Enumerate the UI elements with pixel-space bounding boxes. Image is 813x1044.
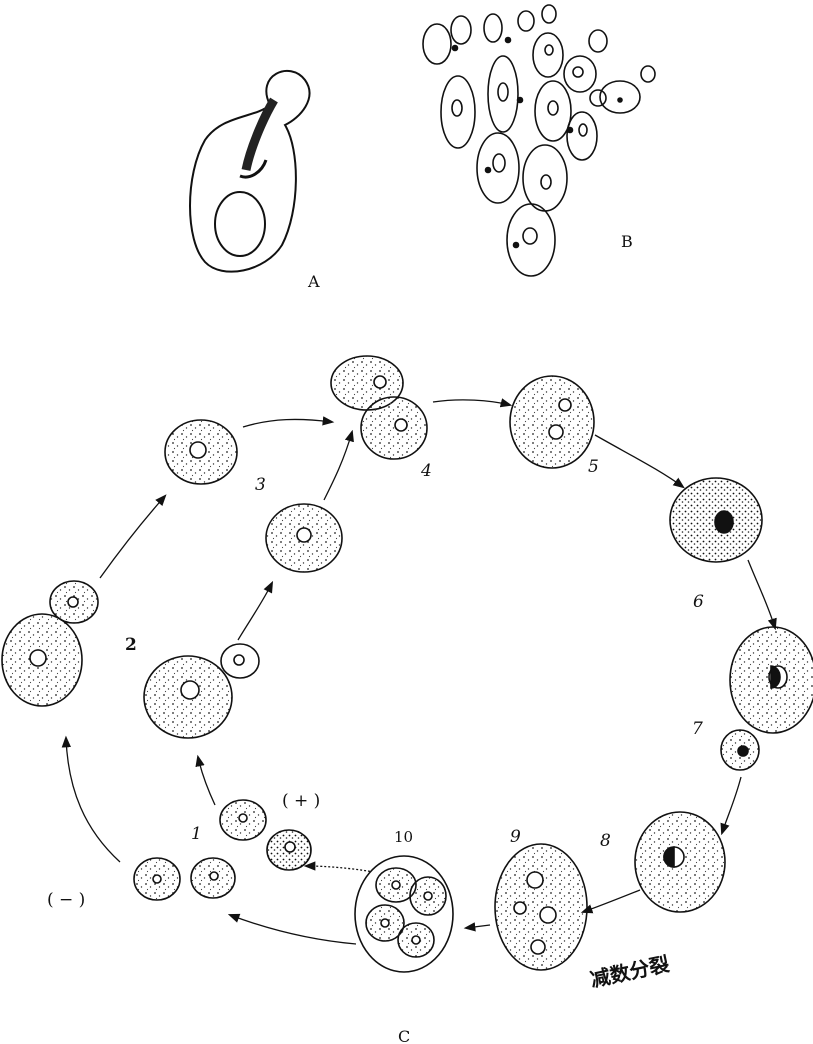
panel-label-b: B bbox=[621, 232, 633, 251]
cell-inner-haploid bbox=[265, 503, 343, 573]
stage-label-2: 2 bbox=[125, 635, 137, 655]
cell-stage-1-haploids bbox=[133, 799, 312, 901]
stage-label-8: 8 bbox=[600, 831, 611, 851]
cell-stage-3 bbox=[164, 419, 238, 485]
cell-stage-2 bbox=[1, 580, 99, 707]
cell-stage-9 bbox=[494, 843, 588, 971]
cell-stage-5 bbox=[509, 375, 595, 469]
cell-stage-8 bbox=[634, 811, 726, 913]
stage-label-10: 10 bbox=[394, 828, 413, 846]
panel-b-pseudohyphae bbox=[422, 4, 656, 277]
cell-stage-10-ascus bbox=[354, 855, 454, 973]
mating-type-plus: ( + ) bbox=[282, 791, 320, 811]
stage-label-3: 3 bbox=[255, 475, 266, 495]
cell-stage-4 bbox=[330, 355, 428, 460]
mating-type-minus: ( − ) bbox=[47, 890, 85, 910]
cycle-arrows bbox=[61, 398, 777, 945]
stage-label-9: 9 bbox=[510, 827, 521, 847]
stage-label-5: 5 bbox=[588, 457, 599, 477]
panel-a-cell bbox=[189, 69, 311, 273]
panel-label-c: C bbox=[398, 1027, 410, 1044]
cell-stage-6 bbox=[669, 477, 763, 563]
cell-inner-budding bbox=[143, 643, 260, 739]
stage-label-7: 7 bbox=[692, 719, 703, 739]
meiosis-label: 减数分裂 bbox=[588, 952, 671, 992]
panel-label-a: A bbox=[307, 272, 320, 291]
stage-label-1: 1 bbox=[191, 824, 202, 844]
cell-stage-7 bbox=[720, 626, 813, 771]
stage-label-6: 6 bbox=[693, 592, 704, 612]
stage-label-4: 4 bbox=[420, 461, 432, 481]
